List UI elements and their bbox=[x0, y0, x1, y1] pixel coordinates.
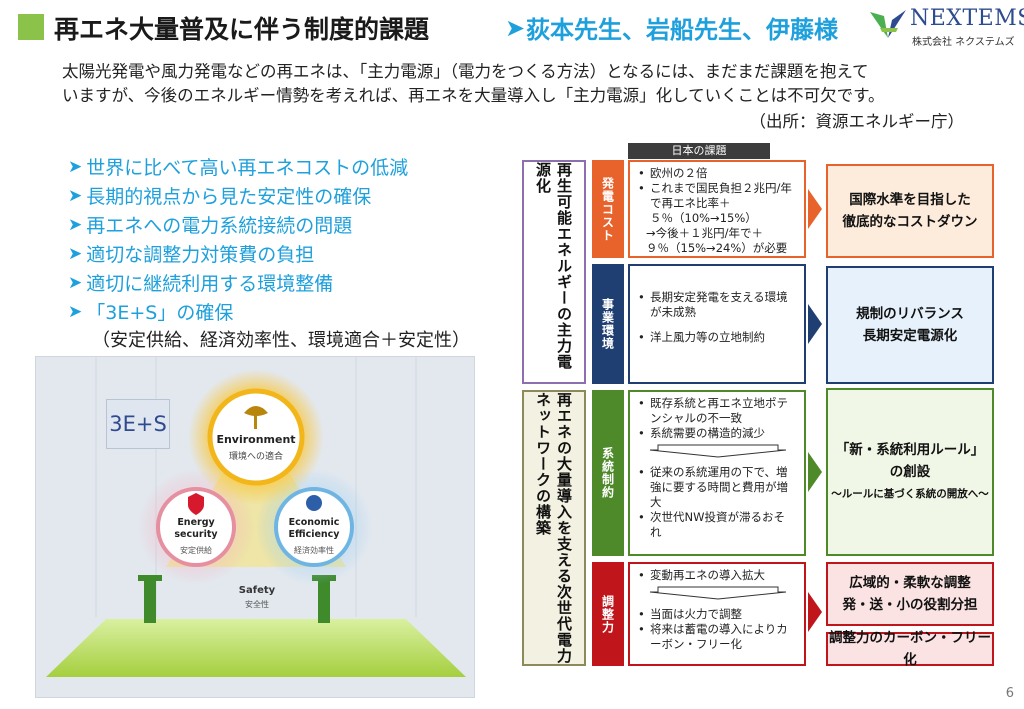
page-title: 再エネ大量普及に伴う制度的課題 bbox=[54, 15, 430, 44]
source-note: （出所：資源エネルギー庁） bbox=[749, 112, 965, 131]
safety-label: Safety bbox=[238, 585, 276, 596]
environment-label: Environment bbox=[216, 433, 296, 446]
down-arrow-icon bbox=[649, 444, 787, 458]
row-label-grid-constraints: 系統制約 bbox=[592, 390, 624, 556]
bullet-item: ➤長期的視点から見た安定性の確保 bbox=[68, 185, 372, 209]
logo-subtitle: 株式会社 ネクステムズ bbox=[912, 37, 1015, 48]
intro-line-1: 太陽光発電や風力発電などの再エネは、「主力電源」（電力をつくる方法）となるには、… bbox=[62, 62, 869, 81]
bullet-item: ➤世界に比べて高い再エネコストの低減 bbox=[68, 156, 409, 180]
detail-item: 将来は蓄電の導入によりカーボン・フリー化 bbox=[638, 622, 796, 652]
detail-item: 洋上風力等の立地制約 bbox=[638, 330, 796, 345]
chevron-right-icon bbox=[808, 452, 822, 492]
bullet-arrow-icon: ➤ bbox=[68, 301, 83, 322]
category-renewable-main-power: 再生可能エネルギーの主力電源化 bbox=[522, 160, 586, 384]
bullet-arrow-icon: ➤ bbox=[68, 185, 83, 206]
detail-item: 従来の系統運用の下で、増強に要する時間と費用が増大 bbox=[638, 465, 796, 510]
3e-s-illustration: 3E+S Environment 環境への適合 Energy security … bbox=[35, 356, 475, 698]
detail-item: これまで国民負担２兆円/年で再エネ比率＋５％（10%→15%） bbox=[638, 181, 796, 226]
title-marker bbox=[18, 14, 44, 40]
detail-item: 既存系統と再エネ立地ポテンシャルの不一致 bbox=[638, 396, 796, 426]
category-next-gen-network: 再エネの大量導入を支える次世代電力ネットワークの構築 bbox=[522, 390, 586, 666]
intro-text: 太陽光発電や風力発電などの再エネは、「主力電源」（電力をつくる方法）となるには、… bbox=[62, 60, 982, 108]
row-label-generation-cost: 発電コスト bbox=[592, 160, 624, 258]
detail-item: 変動再エネの導入拡大 bbox=[638, 568, 796, 583]
environment-sublabel: 環境への適合 bbox=[228, 452, 283, 462]
bullet-arrow-icon: ➤ bbox=[68, 272, 83, 293]
result-regulation-rebalance: 規制のリバランス 長期安定電源化 bbox=[826, 266, 994, 384]
energy-security-label: Energy security bbox=[174, 517, 218, 540]
safety-sublabel: 安全性 bbox=[245, 600, 269, 609]
economic-efficiency-sublabel: 経済効率性 bbox=[294, 546, 334, 555]
logo-name: NEXTEMS bbox=[910, 6, 1024, 31]
title-arrow-icon: ➤ bbox=[505, 14, 526, 42]
chevron-right-icon bbox=[808, 592, 822, 632]
result-cost-down: 国際水準を目指した 徹底的なコストダウン bbox=[826, 164, 994, 258]
row-detail-grid-constraints: 既存系統と再エネ立地ポテンシャルの不一致 系統需要の構造的減少 従来の系統運用の… bbox=[628, 390, 806, 556]
detail-item: 次世代NW投資が滞るおそれ bbox=[638, 510, 796, 540]
issue-bullet-list: ➤世界に比べて高い再エネコストの低減 ➤長期的視点から見た安定性の確保 ➤再エネ… bbox=[68, 152, 408, 326]
energy-security-sublabel: 安定供給 bbox=[180, 546, 212, 555]
detail-item: 欧州の２倍 bbox=[638, 166, 796, 181]
row-detail-generation-cost: 欧州の２倍 これまで国民負担２兆円/年で再エネ比率＋５％（10%→15%） →今… bbox=[628, 160, 806, 258]
detail-item: 長期安定発電を支える環境が未成熟 bbox=[638, 290, 796, 320]
bullet-note: （安定供給、経済効率性、環境適合＋安定性） bbox=[92, 330, 470, 351]
result-flexible-adjustment: 広域的・柔軟な調整 発・送・小の役割分担 bbox=[826, 562, 994, 626]
bullet-arrow-icon: ➤ bbox=[68, 243, 83, 264]
detail-item: →今後＋１兆円/年で＋９％（15%→24%）が必要 bbox=[646, 226, 788, 255]
row-detail-business-environment: 長期安定発電を支える環境が未成熟 洋上風力等の立地制約 bbox=[628, 264, 806, 384]
down-arrow-icon bbox=[649, 586, 787, 600]
bullet-arrow-icon: ➤ bbox=[68, 156, 83, 177]
bullet-item: ➤適切に継続利用する環境整備 bbox=[68, 272, 334, 296]
result-carbon-free-adjustment: 調整力のカーボン・フリー化 bbox=[826, 630, 994, 668]
3e-s-graphic bbox=[36, 357, 474, 697]
row-label-business-environment: 事業環境 bbox=[592, 264, 624, 384]
result-grid-rule: 「新・系統利用ルール」 の創設 ～ルールに基づく系統の開放へ～ bbox=[826, 388, 994, 556]
detail-item: 系統需要の構造的減少 bbox=[638, 426, 796, 441]
economic-efficiency-label: Economic Efficiency bbox=[288, 517, 340, 540]
bullet-item: ➤再エネへの電力系統接続の問題 bbox=[68, 214, 353, 238]
chevron-right-icon bbox=[808, 304, 822, 344]
row-detail-adjustment-capacity: 変動再エネの導入拡大 当面は火力で調整 将来は蓄電の導入によりカーボン・フリー化 bbox=[628, 562, 806, 666]
chevron-right-icon bbox=[808, 189, 822, 229]
logo-mark-icon bbox=[870, 10, 906, 38]
bullet-arrow-icon: ➤ bbox=[68, 214, 83, 235]
row-label-adjustment-capacity: 調整力 bbox=[592, 562, 624, 666]
intro-line-2: いますが、今後のエネルギー情勢を考えれば、再エネを大量導入し「主力電源」化してい… bbox=[62, 86, 885, 105]
bullet-item: ➤「3E+S」の確保 bbox=[68, 301, 234, 325]
detail-item: 当面は火力で調整 bbox=[638, 607, 796, 622]
page-number: 6 bbox=[1005, 686, 1014, 701]
3e-s-badge: 3E+S bbox=[106, 399, 170, 449]
bullet-item: ➤適切な調整力対策費の負担 bbox=[68, 243, 315, 267]
diagram-ribbon: 日本の課題 bbox=[628, 143, 770, 159]
company-logo: NEXTEMS 株式会社 ネクステムズ bbox=[868, 6, 1024, 48]
page-subtitle: 荻本先生、岩船先生、伊藤様 bbox=[526, 16, 838, 44]
